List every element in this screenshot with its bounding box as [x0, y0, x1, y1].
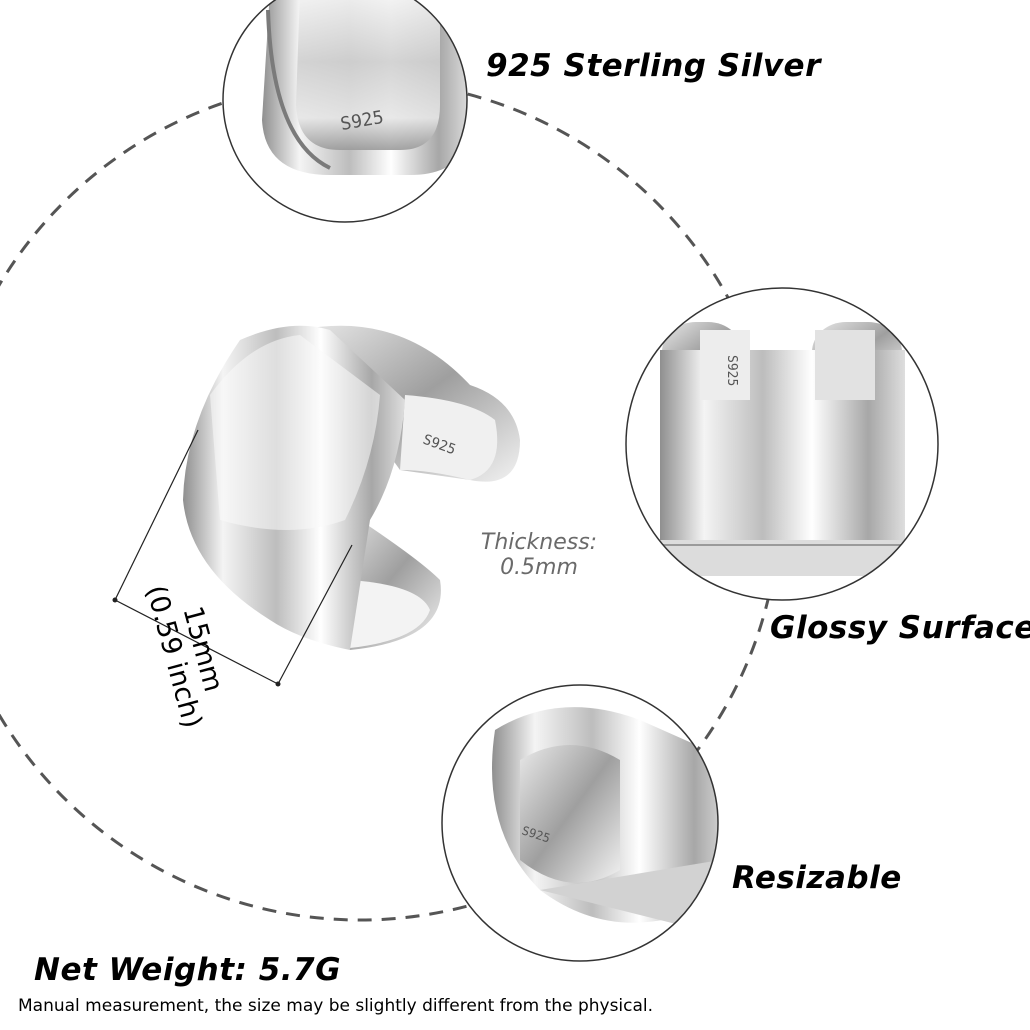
thickness-callout: Thickness: 0.5mm: [474, 530, 604, 581]
detail-circle-stamp: S925: [222, 0, 468, 223]
thickness-value: 0.5mm: [500, 555, 578, 581]
net-weight: Net Weight: 5.7G: [34, 952, 342, 988]
thickness-label: Thickness:: [480, 530, 598, 555]
feature-resizable: Resizable: [732, 860, 902, 896]
main-ring-illustration: S925: [183, 325, 520, 650]
detail-circle-resize: S925: [441, 684, 719, 962]
dimension-lines: [112, 429, 353, 687]
measurement-note: Manual measurement, the size may be slig…: [18, 996, 654, 1016]
stamp-text-front: S925: [724, 355, 739, 386]
feature-glossy-surface: Glossy Surface: [770, 610, 1030, 646]
detail-circle-front: S925: [625, 287, 939, 601]
feature-sterling-silver: 925 Sterling Silver: [486, 48, 821, 84]
